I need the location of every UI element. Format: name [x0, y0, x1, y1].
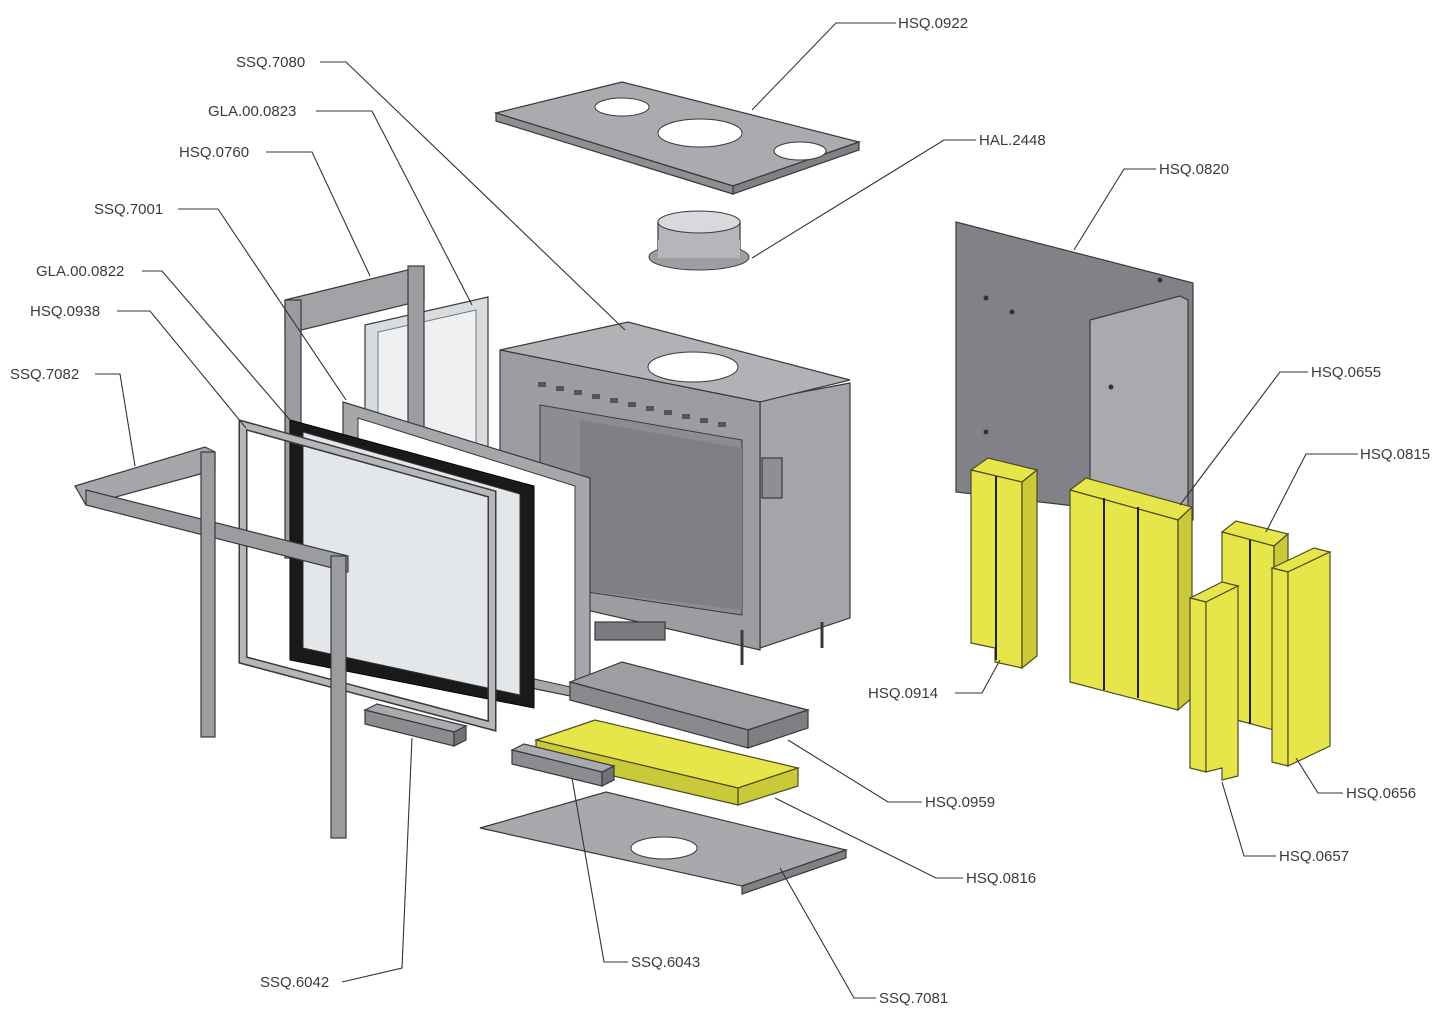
front-louvres — [538, 382, 726, 427]
label-hsq0656: HSQ.0656 — [1346, 785, 1416, 802]
bottom-plate — [479, 791, 849, 895]
insulation-hsq0657 — [1188, 581, 1240, 781]
label-ssq7080: SSQ.7080 — [236, 54, 305, 71]
label-hal2448: HAL.2448 — [979, 132, 1046, 149]
label-ssq7081: SSQ.7081 — [879, 990, 948, 1007]
label-ssq7001: SSQ.7001 — [94, 201, 163, 218]
label-hsq0760: HSQ.0760 — [179, 144, 249, 161]
part-labels: HSQ.0922 SSQ.7080 GLA.00.0823 HAL.2448 H… — [10, 15, 1430, 1007]
base-slab — [568, 661, 811, 749]
leader-lines — [95, 22, 1358, 999]
top-plate — [493, 81, 862, 195]
flue-collar — [648, 210, 750, 271]
label-hsq0820: HSQ.0820 — [1159, 161, 1229, 178]
frame-hsq0938 — [238, 419, 497, 732]
label-hsq0938: HSQ.0938 — [30, 303, 100, 320]
label-hsq0815: HSQ.0815 — [1360, 446, 1430, 463]
label-hsq0914: HSQ.0914 — [868, 685, 938, 702]
label-ssq7082: SSQ.7082 — [10, 366, 79, 383]
firebox-body — [499, 321, 851, 665]
label-hsq0816: HSQ.0816 — [966, 870, 1036, 887]
label-gla000822: GLA.00.0822 — [36, 263, 124, 280]
label-hsq0922: HSQ.0922 — [898, 15, 968, 32]
label-ssq6042: SSQ.6042 — [260, 974, 329, 991]
insulation-hsq0655 — [1068, 477, 1194, 712]
label-hsq0657: HSQ.0657 — [1279, 848, 1349, 865]
label-gla000823: GLA.00.0823 — [208, 103, 296, 120]
insulation-base — [533, 719, 801, 806]
insulation-hsq0656 — [1270, 547, 1332, 767]
outer-frame — [74, 446, 349, 839]
insulation-hsq0914 — [969, 457, 1039, 670]
label-ssq6043: SSQ.6043 — [631, 954, 700, 971]
back-panel — [955, 221, 1194, 521]
bar-ssq6042 — [363, 703, 468, 747]
label-hsq0655: HSQ.0655 — [1311, 364, 1381, 381]
bar-ssq6043 — [510, 743, 616, 787]
label-hsq0959: HSQ.0959 — [925, 794, 995, 811]
